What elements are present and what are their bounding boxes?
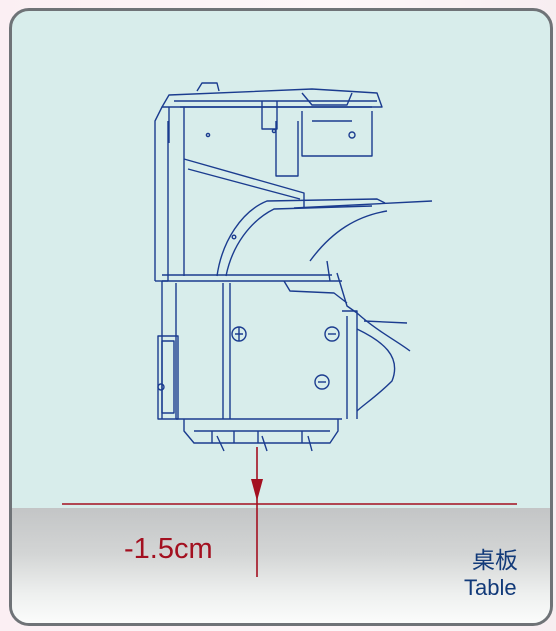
table-label-chinese: 桌板: [472, 547, 518, 573]
machine-line-art: [154, 82, 433, 452]
machine-drawing: [62, 82, 517, 577]
depth-indicator: [62, 447, 517, 577]
diagram-panel: -1.5cm 桌板 Table: [9, 8, 553, 626]
table-surface: [12, 508, 550, 623]
table-label-english: Table: [464, 575, 517, 600]
down-arrow-icon: [251, 479, 263, 501]
measurement-label: -1.5cm: [124, 533, 213, 565]
